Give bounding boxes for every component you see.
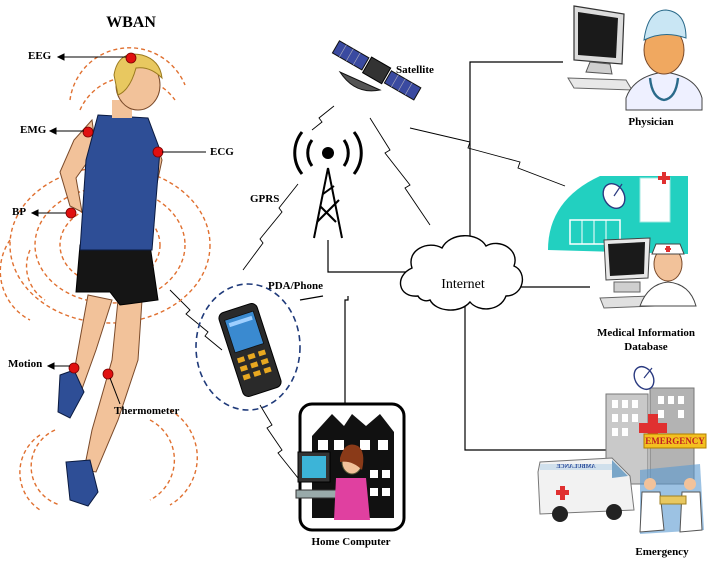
medical-database-icon	[548, 172, 697, 309]
link-satellite-medical	[409, 127, 566, 187]
pda-phone-icon	[195, 283, 301, 411]
link-satellite-internet	[369, 117, 431, 226]
sensor-thermometer-dot	[102, 368, 114, 380]
emergency-icon	[537, 365, 707, 534]
line-internet-emergency	[464, 300, 612, 451]
sensor-label-thermometer: Thermometer	[114, 405, 180, 417]
emergency-dish-icon	[633, 365, 655, 391]
satellite-icon	[331, 40, 422, 101]
pda-label: PDA/Phone	[268, 280, 323, 292]
sensor-motion-dot	[68, 362, 80, 374]
satellite-label: Satellite	[396, 64, 434, 76]
sensor-dots	[65, 52, 164, 380]
medical-label-line1: Medical Information	[596, 327, 696, 339]
sensor-emg-dot	[82, 126, 94, 138]
line-internet-home	[344, 296, 349, 405]
cell-tower-icon	[293, 131, 363, 239]
emergency-label: Emergency	[635, 546, 689, 558]
line-pda-internet	[299, 295, 324, 301]
gprs-label: GPRS	[250, 193, 280, 205]
sensor-label-ecg: ECG	[210, 146, 234, 158]
line-tower-internet	[327, 240, 408, 273]
line-internet-physician	[469, 61, 563, 236]
sensor-label-emg: EMG	[20, 124, 47, 136]
home-computer-label: Home Computer	[311, 536, 391, 548]
home-computer-icon	[295, 402, 406, 532]
sensor-arrows	[30, 53, 206, 405]
sensor-ecg-dot	[152, 146, 164, 158]
link-body-pda	[169, 289, 223, 351]
internet-cloud-icon	[400, 235, 524, 311]
runner-figure	[0, 47, 211, 511]
wban-title: WBAN	[106, 14, 156, 31]
internet-label: Internet	[441, 277, 485, 292]
sensor-label-motion: Motion	[8, 358, 43, 370]
link-satellite-tower	[311, 105, 335, 131]
physician-icon	[567, 5, 703, 111]
emergency-sign-text: EMERGENCY	[645, 436, 705, 446]
link-pda-home	[259, 404, 299, 479]
sensor-bp-dot	[65, 207, 77, 219]
physician-label: Physician	[628, 116, 674, 128]
dish-icon	[602, 182, 626, 210]
sensor-label-eeg: EEG	[28, 50, 52, 62]
ambulance-text: AMBULANCE	[556, 464, 596, 470]
sensor-label-bp: BP	[12, 206, 27, 218]
medical-label-line2: Database	[624, 341, 668, 353]
sensor-eeg-dot	[125, 52, 137, 64]
link-gprs	[242, 183, 299, 271]
wireless-links	[169, 105, 566, 479]
